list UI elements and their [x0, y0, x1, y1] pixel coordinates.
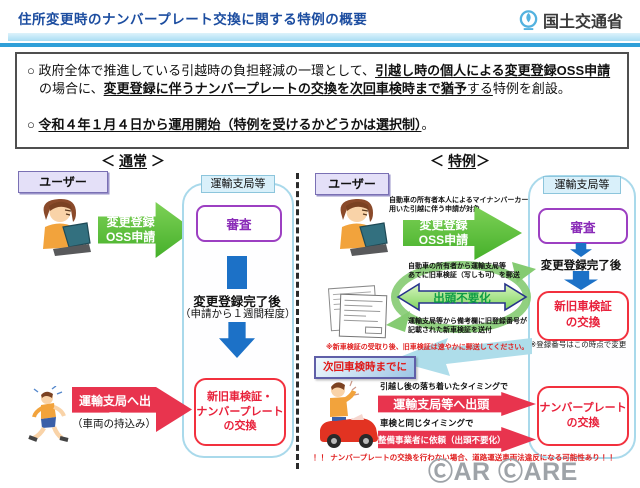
- watermark-text: ⒸAR ⒸARE PLUS: [428, 458, 578, 486]
- running-person-illustration: [28, 386, 69, 442]
- summary-text: 政府全体で推進している引越時の負担軽減の一環として、: [38, 63, 376, 78]
- ministry-name: 国土交通省: [543, 14, 624, 31]
- summary-text-em: 令和４年１月４日から運用開始（特例を受けるかどうかは選択制）: [38, 117, 422, 132]
- user-label-box-normal: ユーザー: [18, 171, 108, 193]
- bullet-marker: ○: [27, 117, 35, 132]
- visit-arrow-label: 運輸支局等へ出頭: [393, 397, 490, 412]
- after-registration-label-special: 変更登録完了後: [540, 260, 622, 272]
- visit-arrow-label: 運輸支局へ出頭: [78, 394, 151, 425]
- timing2-label: 車検と同じタイミングで: [380, 418, 474, 428]
- section-title: 特例: [447, 153, 476, 169]
- after-registration-label-normal: 変更登録完了後: [193, 295, 281, 309]
- no-visit-label: 出頭不要化: [433, 293, 491, 305]
- vehicle-certificate-documents-illustration: [327, 285, 388, 339]
- visit-arrow-note: （車両の持込み）: [72, 418, 156, 430]
- watermark: ⒸAR ⒸARE PLUS’: [428, 452, 640, 488]
- send-new-cert-note: 運輸支局等から備考欄に旧登録番号が 記載された新車検証を送付: [408, 318, 527, 335]
- oss-eligibility-note: 自動車の所有者本人によるマイナンバーカードを 用いた引越に伴う申請が対象: [389, 197, 543, 214]
- bracket: ＞: [147, 153, 165, 169]
- summary-text: 。: [421, 117, 435, 132]
- summary-bullet2: ○ 令和４年１月４日から運用開始（特例を受けるかどうかは選択制）。: [27, 117, 619, 134]
- double-arrow-icon: [396, 282, 528, 312]
- next-step-arrow-icon: [392, 338, 532, 376]
- bracket: ＜: [101, 153, 119, 169]
- header-bar-light: [8, 33, 640, 41]
- bullet-marker: ○: [27, 63, 35, 78]
- person-with-car-illustration: [320, 380, 378, 448]
- flow-shaft-normal: [227, 256, 247, 289]
- agent-request-arrow: 整備事業者に依頼（出頭不要化）: [378, 427, 536, 452]
- summary-text: 特例を創設。: [492, 81, 571, 96]
- review-box-special: 審査: [538, 208, 628, 244]
- section-header-normal: ＜ 通常 ＞: [58, 151, 208, 171]
- review-box-normal: 審査: [196, 205, 282, 242]
- mlit-logo-icon: [519, 10, 538, 31]
- cert-exchange-note: ※登録番号はこの時点で変更: [530, 340, 627, 349]
- visit-arrow-normal-group: 運輸支局へ出頭 （車両の持込み）: [72, 387, 192, 432]
- page-title: 住所変更時のナンバープレート交換に関する特例の概要: [18, 12, 368, 27]
- summary-text-em: 引越し時の個人による変更登録OSS申請: [375, 63, 611, 78]
- after-registration-note: （申請から１週間程度）: [180, 308, 296, 320]
- cert-exchange-box: 新旧車検証 の交換: [537, 291, 629, 341]
- plate-exchange-box: ナンバープレート の交換: [537, 386, 629, 446]
- summary-text-em: 変更登録に伴うナンバープレートの交換を次回車検時まで猶予: [103, 81, 467, 96]
- office-label-normal: 運輸支局等: [201, 175, 275, 193]
- oss-arrow-label: 変更登録 OSS申請: [418, 218, 469, 247]
- oss-application-arrow-normal: 変更登録 OSS申請: [98, 202, 194, 258]
- oss-arrow-label: 変更登録 OSS申請: [105, 215, 156, 244]
- mail-reminder-note: ※新車検証の受取り後、旧車検証は速やかに郵送してください。: [326, 344, 529, 351]
- agent-request-label: 整備事業者に依頼（出頭不要化）: [378, 434, 506, 445]
- person-at-laptop-illustration: [43, 198, 91, 256]
- no-visit-arrow-group: 出頭不要化: [396, 281, 528, 313]
- visit-arrow-special: 運輸支局等へ出頭: [378, 392, 536, 416]
- summary-box: ○ 政府全体で推進している引越時の負担軽減の一環として、引越し時の個人による変更…: [15, 52, 629, 149]
- person-at-laptop-illustration: [340, 198, 388, 256]
- timing1-label: 引越し後の落ち着いたタイミングで: [380, 382, 508, 391]
- exchange-result-box-normal: 新旧車検証・ ナンバープレート の交換: [194, 378, 286, 446]
- deadline-box: 次回車検時までに: [314, 356, 416, 379]
- send-old-cert-note: 自動車の所有者から運輸支局等 あてに旧車検証（写しも可）を郵送: [408, 263, 520, 280]
- section-divider: [296, 173, 299, 469]
- summary-text: の場合に、: [39, 81, 104, 96]
- office-label-special: 運輸支局等: [543, 176, 621, 194]
- header-bar-dark: [0, 43, 640, 47]
- section-title: 通常: [119, 153, 147, 169]
- user-label-box-special: ユーザー: [315, 173, 389, 195]
- bracket: ＜: [430, 153, 448, 169]
- section-header-special: ＜ 特例＞: [385, 151, 535, 171]
- summary-bullet1-line2: の場合に、変更登録に伴うナンバープレートの交換を次回車検時まで猶予する特例を創設…: [39, 81, 619, 98]
- ministry-logo: 国土交通省: [518, 8, 634, 32]
- warning-text: ！！ ナンバープレートの交換を行わない場合、道路運送車両法違反になる可能性あり …: [313, 453, 617, 462]
- bracket: ＞: [475, 153, 490, 169]
- summary-text: する: [466, 81, 493, 96]
- summary-bullet1-line1: ○ 政府全体で推進している引越時の負担軽減の一環として、引越し時の個人による変更…: [27, 63, 619, 80]
